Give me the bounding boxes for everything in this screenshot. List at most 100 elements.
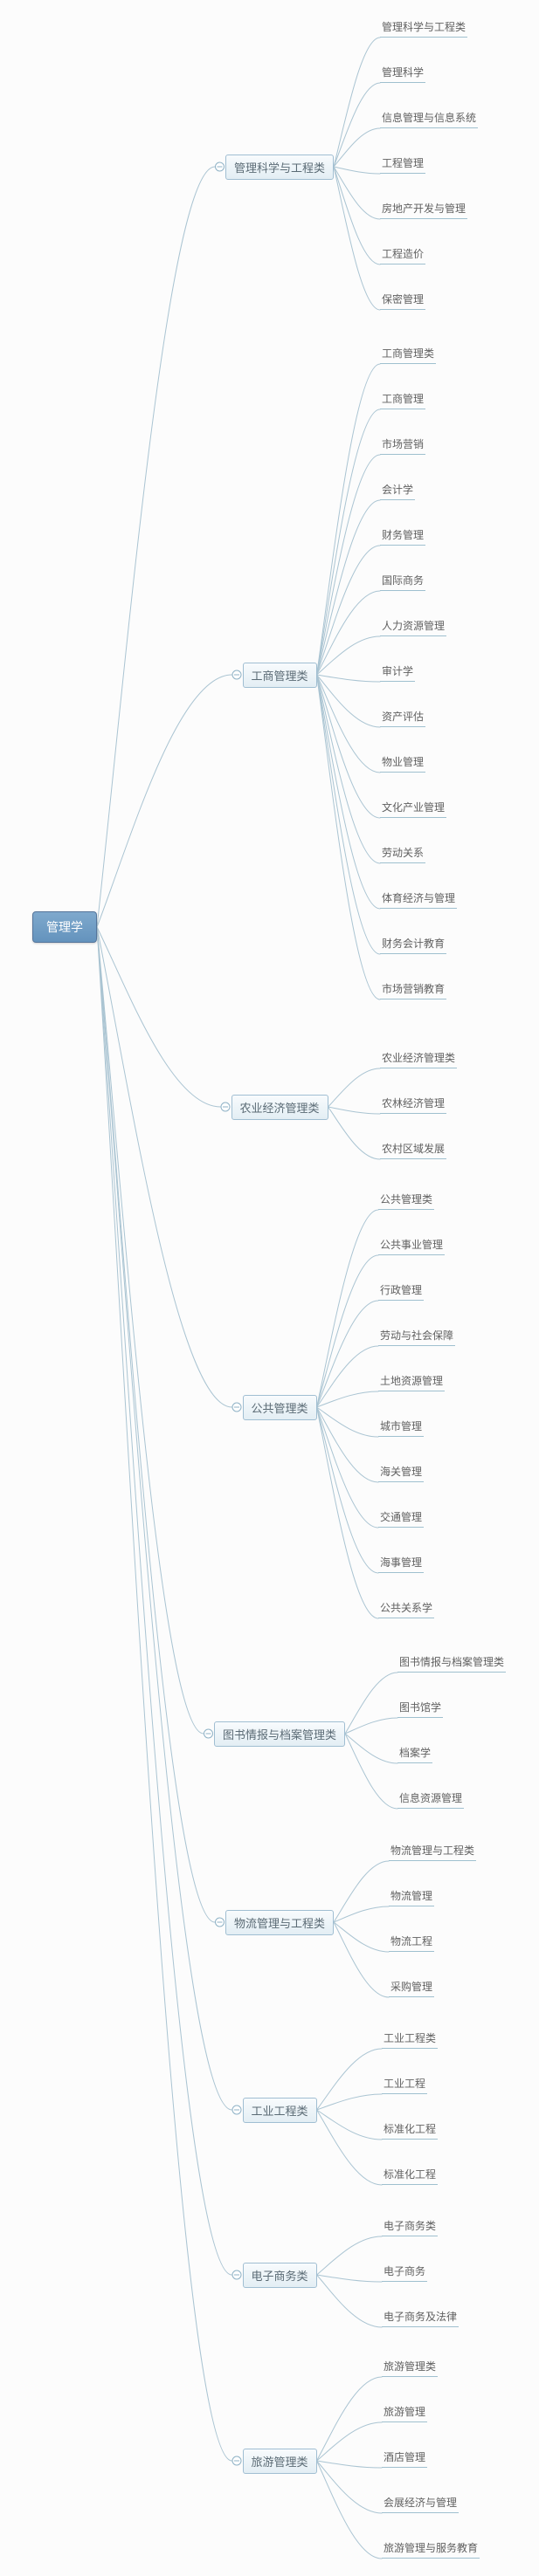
leaf-node[interactable]: 房地产开发与管理 <box>380 203 468 219</box>
leaf-node[interactable]: 管理科学 <box>380 66 426 83</box>
leaf-node[interactable]: 旅游管理与服务教育 <box>382 2542 480 2559</box>
leaf-node[interactable]: 农业经济管理类 <box>380 1052 458 1068</box>
leaf-node[interactable]: 行政管理 <box>378 1284 425 1301</box>
leaf-node[interactable]: 工业工程 <box>382 2078 428 2094</box>
leaf-node[interactable]: 工程管理 <box>380 157 426 174</box>
leaf-node[interactable]: 旅游管理 <box>382 2406 428 2422</box>
connector-line <box>316 674 381 955</box>
collapse-icon[interactable] <box>231 1402 242 1412</box>
connector-line <box>316 499 381 676</box>
leaf-node[interactable]: 人力资源管理 <box>380 620 447 636</box>
leaf-node[interactable]: 工商管理类 <box>380 347 437 364</box>
leaf-node[interactable]: 劳动与社会保障 <box>378 1329 456 1346</box>
leaf-node[interactable]: 物流工程 <box>389 1935 435 1952</box>
branch-node[interactable]: 公共管理类 <box>242 1394 317 1420</box>
leaf-node[interactable]: 体育经济与管理 <box>380 892 458 909</box>
connector-line <box>333 166 381 175</box>
collapse-icon[interactable] <box>204 1728 213 1739</box>
leaf-node[interactable]: 图书馆学 <box>397 1701 444 1718</box>
leaf-node[interactable]: 档案学 <box>397 1747 433 1763</box>
leaf-node[interactable]: 会展经济与管理 <box>382 2497 460 2513</box>
collapse-icon[interactable] <box>231 2105 242 2115</box>
collapse-icon[interactable] <box>231 670 242 680</box>
connector-line <box>316 2048 383 2111</box>
connector-line <box>316 635 381 676</box>
connector-line <box>316 1300 379 1408</box>
leaf-node[interactable]: 公共关系学 <box>378 1602 435 1618</box>
connector-line <box>316 674 381 910</box>
root-node[interactable]: 管理学 <box>32 911 97 943</box>
leaf-node[interactable]: 公共管理类 <box>378 1193 435 1210</box>
collapse-icon[interactable] <box>231 2456 242 2466</box>
connector-line <box>316 409 381 676</box>
collapse-icon[interactable] <box>215 1917 225 1927</box>
connector-line <box>333 166 381 220</box>
connector-line <box>316 674 381 819</box>
branch-node[interactable]: 图书情报与档案管理类 <box>214 1721 346 1747</box>
leaf-node[interactable]: 文化产业管理 <box>380 801 447 818</box>
leaf-node[interactable]: 资产评估 <box>380 711 426 727</box>
connector-line <box>328 1106 381 1115</box>
connector-line <box>316 674 381 728</box>
leaf-node[interactable]: 电子商务 <box>382 2265 428 2282</box>
collapse-icon[interactable] <box>220 1102 231 1112</box>
leaf-node[interactable]: 保密管理 <box>380 293 426 310</box>
branch-node[interactable]: 物流管理与工程类 <box>225 1909 335 1935</box>
branch-node[interactable]: 旅游管理类 <box>242 2448 317 2474</box>
leaf-node[interactable]: 工商管理 <box>380 393 426 409</box>
connector-line <box>316 545 381 676</box>
leaf-node[interactable]: 管理科学与工程类 <box>380 21 468 38</box>
branch-node[interactable]: 电子商务类 <box>242 2262 317 2288</box>
leaf-node[interactable]: 物流管理与工程类 <box>389 1844 477 1861</box>
leaf-node[interactable]: 物业管理 <box>380 756 426 773</box>
connector-line <box>316 1209 379 1408</box>
leaf-node[interactable]: 标准化工程 <box>382 2123 439 2140</box>
leaf-node[interactable]: 国际商务 <box>380 574 426 591</box>
connector-line <box>316 2093 383 2111</box>
leaf-node[interactable]: 劳动关系 <box>380 847 426 863</box>
leaf-node[interactable]: 信息管理与信息系统 <box>380 112 479 128</box>
branch-node[interactable]: 工商管理类 <box>242 662 317 688</box>
leaf-node[interactable]: 会计学 <box>380 484 416 500</box>
connector-line <box>333 82 381 168</box>
leaf-node[interactable]: 市场营销 <box>380 438 426 455</box>
connector-line <box>316 1406 379 1528</box>
leaf-node[interactable]: 旅游管理类 <box>382 2360 439 2377</box>
leaf-node[interactable]: 酒店管理 <box>382 2451 428 2468</box>
connector-line <box>96 926 232 2276</box>
collapse-icon[interactable] <box>231 2270 242 2280</box>
leaf-node[interactable]: 审计学 <box>380 665 416 682</box>
leaf-node[interactable]: 交通管理 <box>378 1511 425 1528</box>
leaf-node[interactable]: 电子商务类 <box>382 2220 439 2236</box>
leaf-node[interactable]: 标准化工程 <box>382 2168 439 2185</box>
connector-line <box>316 1391 379 1408</box>
connector-line <box>344 1672 398 1735</box>
leaf-node[interactable]: 财务会计教育 <box>380 938 447 954</box>
leaf-node[interactable]: 财务管理 <box>380 529 426 546</box>
connector-line <box>96 674 232 928</box>
connector-line <box>344 1733 398 1764</box>
connector-line <box>328 1106 381 1160</box>
leaf-node[interactable]: 土地资源管理 <box>378 1375 446 1391</box>
leaf-node[interactable]: 海事管理 <box>378 1556 425 1573</box>
leaf-node[interactable]: 工程造价 <box>380 248 426 264</box>
leaf-node[interactable]: 农村区域发展 <box>380 1143 447 1159</box>
leaf-node[interactable]: 电子商务及法律 <box>382 2311 460 2327</box>
leaf-node[interactable]: 物流管理 <box>389 1890 435 1906</box>
branch-node[interactable]: 农业经济管理类 <box>231 1094 328 1120</box>
leaf-node[interactable]: 城市管理 <box>378 1420 425 1437</box>
leaf-node[interactable]: 农林经济管理 <box>380 1097 447 1114</box>
connector-line <box>316 2274 383 2328</box>
leaf-node[interactable]: 工业工程类 <box>382 2032 439 2049</box>
leaf-node[interactable]: 图书情报与档案管理类 <box>397 1656 507 1673</box>
branch-node[interactable]: 管理科学与工程类 <box>225 154 335 180</box>
leaf-node[interactable]: 海关管理 <box>378 1466 425 1482</box>
branch-node[interactable]: 工业工程类 <box>242 2097 317 2123</box>
leaf-node[interactable]: 公共事业管理 <box>378 1239 446 1255</box>
leaf-node[interactable]: 信息资源管理 <box>397 1792 465 1809</box>
leaf-node[interactable]: 市场营销教育 <box>380 983 447 999</box>
leaf-node[interactable]: 采购管理 <box>389 1981 435 1997</box>
connector-line <box>333 1860 390 1923</box>
collapse-icon[interactable] <box>215 161 225 172</box>
